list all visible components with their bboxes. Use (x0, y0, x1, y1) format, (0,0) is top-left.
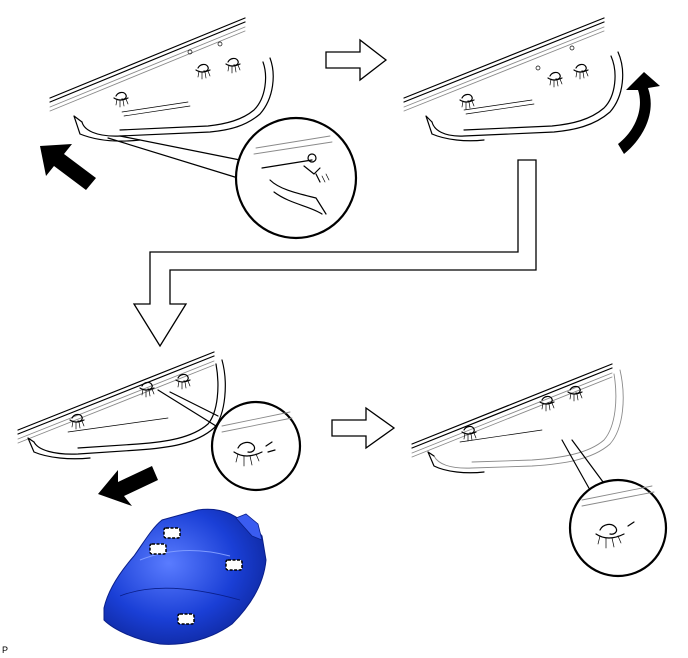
step-2-panel (403, 17, 624, 142)
step-3-pull-arrow (98, 466, 158, 506)
cover-clip-4 (177, 613, 195, 625)
step-2-lift-arrow (618, 72, 660, 154)
step-3-detail-callout (157, 389, 302, 492)
removed-cover-part (103, 508, 267, 645)
step-4-panel (411, 363, 624, 474)
step-3-panel (17, 351, 226, 460)
flow-arrow-step-2-to-step-3 (132, 159, 537, 348)
cover-clip-3 (225, 559, 243, 571)
figure-corner-label: P (2, 645, 9, 655)
step-1-detail-callout (107, 116, 358, 240)
step-1-panel (49, 17, 274, 142)
step-4-detail-callout (561, 439, 668, 578)
cover-clip-1 (163, 527, 181, 539)
cover-clip-2 (149, 543, 167, 555)
flow-arrow-step-1-to-step-2 (325, 38, 388, 82)
step-1-pull-arrow (40, 144, 96, 190)
flow-arrow-step-3-to-step-4 (331, 406, 396, 450)
